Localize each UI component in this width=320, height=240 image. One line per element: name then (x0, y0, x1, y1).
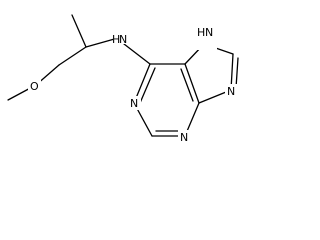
atom-n-ring-3: N (180, 131, 188, 144)
atom-h-amine: H (112, 33, 120, 46)
atom-n-ring-8: N (227, 85, 235, 98)
atom-n-ring-1: N (130, 97, 138, 110)
bond-ch2-to-ch (58, 46, 87, 66)
atom-n-amine: N (119, 33, 127, 46)
bond-c8-n9-double (235, 57, 239, 89)
bond-ch-to-nh (85, 37, 119, 48)
atom-o-methoxy: O (30, 80, 39, 93)
bond-ch-to-methyl (71, 14, 87, 48)
purine-amine-structure: O N H H N N N N (7, 14, 239, 144)
bond-c4-c5 (184, 63, 200, 104)
bond-c6-n1-double (139, 67, 156, 104)
pyrimidine-ring-bonds (133, 63, 200, 137)
bond-c4-c5-double (180, 68, 194, 102)
atom-n-ring-9h: N (205, 26, 213, 39)
atom-h-ring-9h: H (197, 26, 205, 39)
atom-labels: O N H H N N N N (28, 26, 238, 144)
bond-nh-to-c6 (123, 43, 151, 65)
